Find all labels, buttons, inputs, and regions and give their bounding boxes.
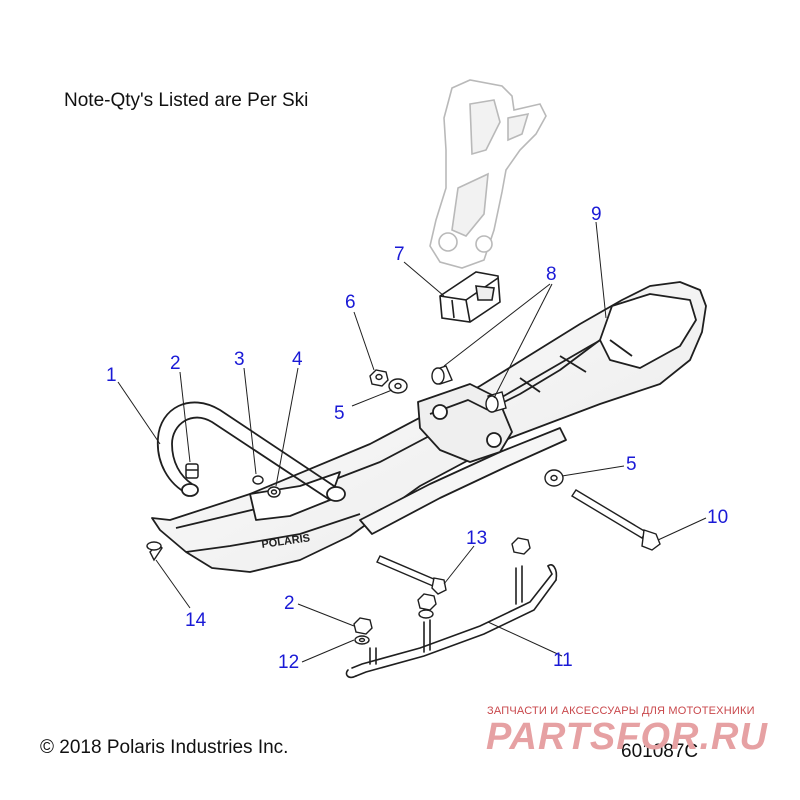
watermark-tagline: ЗАПЧАСТИ И АКСЕССУАРЫ ДЛЯ МОТОТЕХНИКИ — [487, 705, 755, 717]
callout-4: 4 — [292, 349, 303, 370]
spindle-ghost — [429, 79, 547, 269]
callout-6: 6 — [345, 292, 356, 313]
bolt-13 — [376, 555, 447, 595]
callout-1: 1 — [106, 365, 117, 386]
callout-2-lower: 2 — [284, 593, 295, 614]
spindle-bolt — [571, 489, 661, 551]
washer-5-left — [388, 378, 408, 394]
nut-6 — [369, 369, 389, 387]
front-hardware — [252, 475, 281, 498]
washer-5-right — [544, 469, 564, 487]
callout-13: 13 — [466, 528, 487, 549]
callout-12: 12 — [278, 652, 299, 673]
carbide-nuts — [353, 537, 531, 645]
callout-5-right: 5 — [626, 454, 637, 475]
copyright-notice: © 2018 Polaris Industries Inc. — [40, 737, 289, 758]
callout-3: 3 — [234, 349, 245, 370]
quantity-note: Note-Qty's Listed are Per Ski — [64, 90, 309, 111]
ski-saddle — [439, 271, 501, 323]
callout-5-left: 5 — [334, 403, 345, 424]
callout-labels: 1 2 3 4 5 6 7 8 9 5 10 13 2 12 11 14 — [106, 204, 728, 673]
leader-lines — [117, 221, 707, 663]
callout-7: 7 — [394, 244, 405, 265]
handle-loop — [156, 401, 346, 502]
callout-10: 10 — [707, 507, 728, 528]
callout-9: 9 — [591, 204, 602, 225]
bolt-14 — [146, 541, 163, 562]
watermark-logo: PARTSFOR.RU — [486, 716, 768, 758]
callout-8: 8 — [546, 264, 557, 285]
callout-14: 14 — [185, 610, 207, 631]
rubber-bumper — [185, 463, 199, 479]
bushings-8 — [431, 365, 507, 413]
figure-number: 601087C — [621, 741, 699, 762]
ski-body — [151, 281, 707, 573]
callout-2-upper: 2 — [170, 353, 181, 374]
callout-11: 11 — [553, 650, 573, 671]
carbide-runner — [345, 564, 558, 679]
